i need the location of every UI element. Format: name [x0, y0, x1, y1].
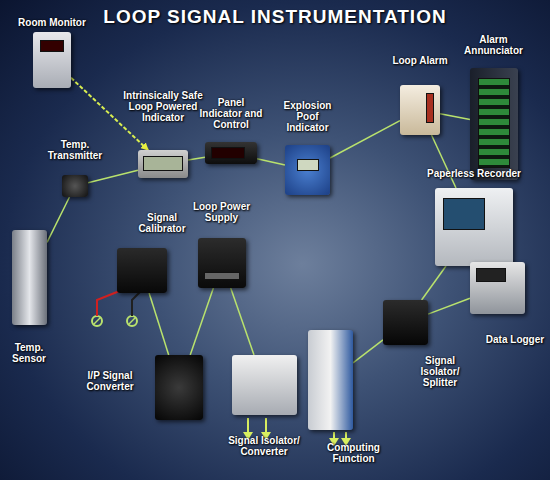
device-label: Alarm Annunciator — [456, 34, 531, 56]
device-label: Paperless Recorder — [419, 168, 529, 179]
device-screen — [443, 198, 485, 230]
device-label: Signal Isolator/ Converter — [214, 435, 314, 457]
signal-wire — [231, 288, 254, 355]
data-logger: Data Logger — [470, 262, 525, 314]
device-label: Data Logger — [485, 334, 545, 345]
signal-wire — [190, 288, 213, 355]
device-label: I/P Signal Converter — [70, 370, 150, 392]
device-screen — [476, 268, 506, 282]
terminal-circle — [92, 316, 102, 326]
signal-wire — [47, 197, 70, 242]
device-screen — [426, 93, 434, 123]
device-label: Room Monitor — [17, 17, 87, 28]
signal-wire — [188, 157, 205, 160]
signal-wire — [422, 266, 446, 300]
signal-wire — [440, 114, 470, 120]
room-monitor: Room Monitor — [33, 32, 71, 88]
temp-sensor: Temp. Sensor — [12, 230, 47, 325]
paperless-recorder: Paperless Recorder — [435, 188, 513, 266]
device-label: Loop Alarm — [390, 55, 450, 66]
loop-indicator: Intrinsically Safe Loop Powered Indicato… — [138, 150, 188, 178]
signal-isolator-converter: Signal Isolator/ Converter — [232, 355, 297, 415]
panel-indicator: Panel Indicator and Control — [205, 142, 257, 164]
device-label: Loop Power Supply — [184, 201, 259, 223]
signal-wire — [353, 340, 383, 363]
signal-wire — [432, 135, 457, 188]
signal-isolator-splitter: Signal Isolator/ Splitter — [383, 300, 428, 345]
temp-transmitter: Temp. Transmitter — [62, 175, 88, 197]
test-lead — [97, 290, 122, 316]
device-label: Signal Calibrator — [132, 212, 192, 234]
signal-wire — [88, 170, 138, 183]
explosion-proof-indicator: Explosion Poof Indicator — [285, 145, 330, 195]
diagram-title: LOOP SIGNAL INSTRUMENTATION — [0, 6, 550, 28]
test-lead — [132, 292, 140, 316]
alarm-annunciator: Alarm Annunciator — [470, 68, 518, 180]
terminal-screw — [128, 317, 136, 325]
signal-wire — [149, 293, 169, 355]
device-screen — [211, 147, 245, 159]
loop-power-supply: Loop Power Supply — [198, 238, 246, 288]
device-label: Signal Isolator/ Splitter — [405, 355, 475, 388]
loop-alarm: Loop Alarm — [400, 85, 440, 135]
terminal-circle — [127, 316, 137, 326]
device-screen — [40, 40, 64, 52]
signal-calibrator: Signal Calibrator — [117, 248, 167, 293]
device-label: Temp. Transmitter — [35, 139, 115, 161]
device-label: Explosion Poof Indicator — [275, 100, 340, 133]
signal-wire — [257, 159, 285, 165]
device-label: Temp. Sensor — [4, 342, 54, 364]
device-screen — [478, 78, 510, 168]
ip-signal-converter: I/P Signal Converter — [155, 355, 203, 420]
device-screen — [143, 156, 183, 171]
signal-wire — [428, 298, 470, 314]
device-label: Computing Function — [316, 442, 391, 464]
computing-function: Computing Function — [308, 330, 353, 430]
device-label: Panel Indicator and Control — [196, 97, 266, 130]
device-screen — [297, 159, 319, 171]
signal-wire — [330, 121, 400, 158]
device-label: Intrinsically Safe Loop Powered Indicato… — [118, 90, 208, 123]
device-screen — [204, 272, 240, 280]
terminal-screw — [93, 317, 101, 325]
